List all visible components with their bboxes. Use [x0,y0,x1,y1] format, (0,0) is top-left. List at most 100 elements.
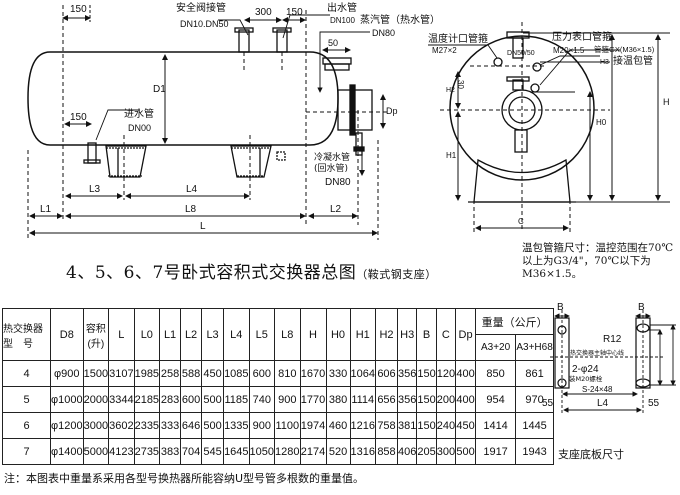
table-cell: 1316 [349,438,377,465]
column-header: B [416,308,437,361]
l3-label: L3 [89,184,101,195]
r12-label: R12 [603,334,622,345]
dim-300: 300 [255,7,272,18]
inlet-label: 进水管 [124,107,154,120]
d1-label: D1 [153,84,166,95]
support-caption: 支座底板尺寸 [558,448,624,461]
table-cell: 1085 [223,360,250,387]
table-cell: 6 [2,412,51,439]
table-cell: 810 [274,360,301,387]
steam-label: 蒸汽管（热水管） [360,13,440,26]
table-cell: 3602 [108,412,135,439]
condensate-label-2: (回水管) [314,162,348,174]
table-cell: 2335 [133,412,161,439]
table-cell: φ900 [50,360,84,387]
table-cell: φ1400 [50,438,84,465]
column-header: Dp [455,308,477,361]
column-header: H [299,308,327,361]
h2-label: H2 [446,87,455,94]
side-view-labels: 150 安全阀接管 DN10.DN50 300 150 出水管 DN100 蒸汽… [40,1,440,232]
table-cell: 900 [274,386,301,413]
table-cell: 1216 [349,412,377,439]
table-cell: 1100 [274,412,301,439]
table-cell: 1917 [475,438,517,465]
table-cell: 381 [396,412,418,439]
table-cell: 656 [375,386,398,413]
pressure-port-label: 压力表口管箍 [552,30,612,43]
table-cell: 1770 [299,386,327,413]
table-cell: 850 [475,360,517,387]
table-cell: 970 [515,386,555,413]
h0-label: H0 [596,118,607,127]
table-cell: 356 [396,360,418,387]
safety-valve-label: 安全阀接管 [176,1,226,14]
table-cell: 740 [248,386,276,413]
temperature-note: 温包管箍尺寸：温控范围在70℃以上为G3/4"，70℃以下为M36×1.5。 [522,242,674,280]
table-cell: 500 [201,412,225,439]
table-cell: 380 [325,386,351,413]
table-cell: 400 [455,360,477,387]
table-cell: 1985 [133,360,161,387]
table-cell: 450 [455,412,477,439]
dim-150-mid: 150 [286,7,303,18]
table-cell: 900 [248,412,276,439]
dim-50: 50 [328,38,338,48]
table-cell: 1185 [223,386,250,413]
table-cell: 2000 [82,386,110,413]
l2-label: L2 [330,204,342,215]
slot-label: S-24×48 [582,385,613,394]
table-cell: 1974 [299,412,327,439]
weight-subheader: A3+20 [475,334,517,361]
table-cell: 5000 [82,438,110,465]
weight-header: 重量（公斤） [475,308,555,335]
condensate-label: 冷凝水管 [314,151,350,163]
column-header: 容积(升) [82,308,110,361]
table-cell: 2185 [133,386,161,413]
table-cell: 1645 [223,438,250,465]
table-cell: 406 [396,438,418,465]
table-cell: 600 [180,386,203,413]
column-header: C [435,308,457,361]
table-cell: 1670 [299,360,327,387]
table-cell: 1280 [274,438,301,465]
temp-bulb-label: 接温包管 [613,54,653,67]
table-cell: 3344 [108,386,135,413]
bolt-label: 装M20螺栓 [569,374,603,383]
table-cell: 7 [2,438,51,465]
column-header: L1 [159,308,182,361]
table-cell: 1500 [82,360,110,387]
table-note: 注：本图表中重量系采用各型号换热器所能容纳U型号管多根数的重量值。 [4,472,365,485]
h1-label: H1 [446,151,457,160]
dim-150-top: 150 [70,4,87,15]
table-cell: 520 [325,438,351,465]
table-cell: 330 [325,360,351,387]
table-cell: 258 [159,360,182,387]
c-label: C [518,217,524,226]
table-cell: 383 [159,438,182,465]
column-header: L4 [223,308,250,361]
column-header: L2 [180,308,203,361]
l8-label: L8 [185,204,197,215]
table-cell: 646 [180,412,203,439]
table-cell: 150 [416,412,437,439]
holes-label: 2-φ24 [572,364,599,375]
l4-label: L4 [186,184,198,195]
table-cell: 3000 [82,412,110,439]
coupling-label: 管箍GX(M36×1.5) [594,44,655,54]
table-cell: 120 [435,360,457,387]
outlet-dn: DN100 [330,16,355,25]
table-cell: 150 [416,386,437,413]
table-cell: 588 [180,360,203,387]
table-cell: 500 [201,386,225,413]
condensate-dn: DN80 [325,177,351,188]
title-suffix: （鞍式钢支座） [356,268,437,281]
table-cell: 460 [325,412,351,439]
l1-label: L1 [40,204,52,215]
table-cell: 205 [416,438,437,465]
